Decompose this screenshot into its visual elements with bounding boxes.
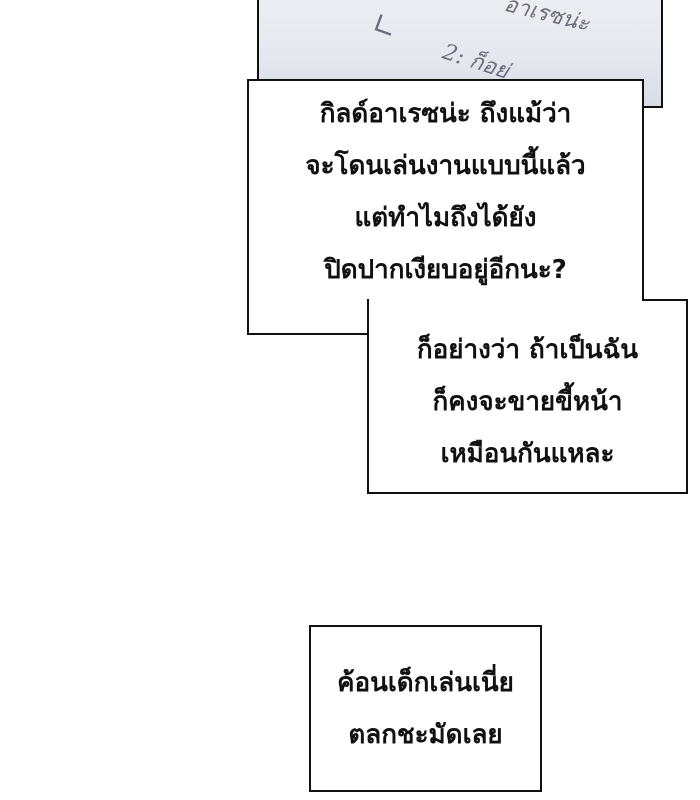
narration-line: ก็อย่างว่า ถ้าเป็นฉัน bbox=[416, 334, 639, 365]
narration-line: ตลกชะมัดเลย bbox=[348, 719, 503, 750]
narration-box-3: ค้อนเด็กเล่นเนี่ย ตลกชะมัดเลย bbox=[309, 625, 542, 792]
box-border bbox=[642, 299, 688, 301]
narration-box-1: กิลด์อาเรซน่ะ ถึงแม้ว่า จะโดนเล่นงานแบบน… bbox=[247, 79, 644, 335]
narration-line: ก็คงจะขายขี้หน้า bbox=[432, 386, 623, 417]
narration-box-2: ก็อย่างว่า ถ้าเป็นฉัน ก็คงจะขายขี้หน้า เ… bbox=[367, 299, 688, 494]
handwriting-mark: ∟ bbox=[367, 6, 403, 48]
narration-line: จะโดนเล่นงานแบบนี้แล้ว bbox=[305, 151, 586, 181]
narration-line: ปิดปากเงียบอยู่อีกนะ? bbox=[324, 255, 567, 285]
narration-line: ค้อนเด็กเล่นเนี่ย bbox=[337, 667, 514, 698]
handwriting-text: อาเรซน่ะ bbox=[501, 0, 592, 38]
narration-line: เหมือนกันแหละ bbox=[440, 438, 615, 469]
narration-line: กิลด์อาเรซน่ะ ถึงแม้ว่า bbox=[319, 99, 572, 129]
narration-line: แต่ทำไมถึงได้ยัง bbox=[354, 203, 537, 233]
